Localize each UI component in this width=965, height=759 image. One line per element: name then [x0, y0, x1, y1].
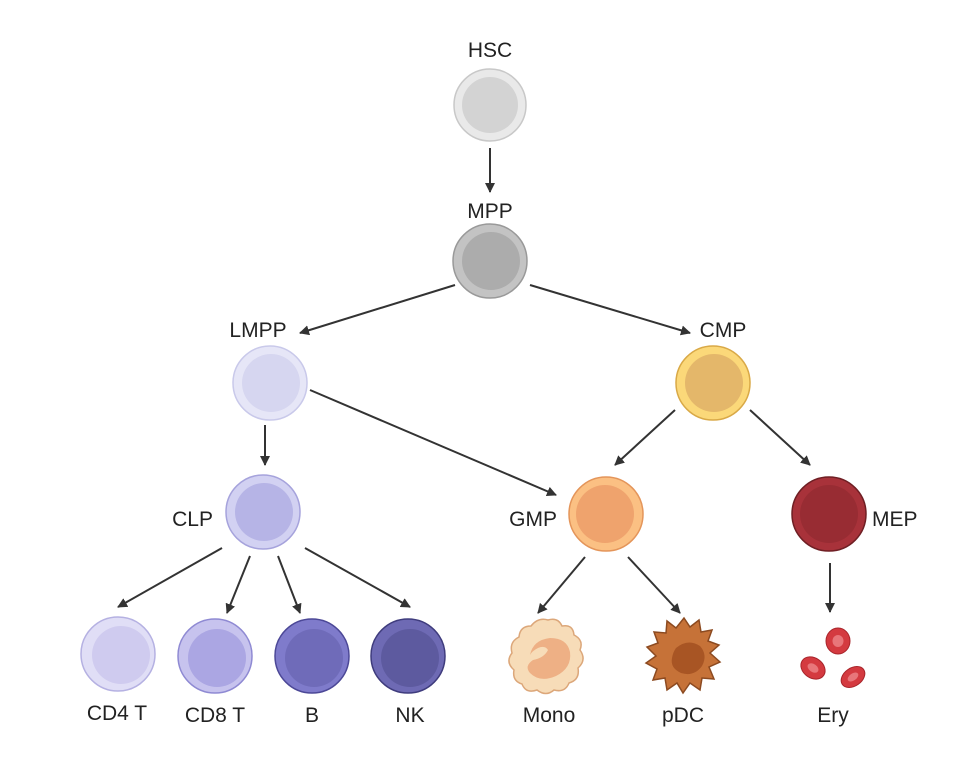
arrow-mpp-cmp	[529, 284, 691, 336]
ery-cell-right	[840, 666, 866, 688]
nk-cell-nucleus	[381, 629, 439, 687]
arrow-clp-nk	[304, 547, 411, 608]
mono-label: Mono	[523, 704, 576, 727]
cmp-cell-nucleus	[685, 354, 743, 412]
hsc-cell-nucleus	[462, 77, 518, 133]
pdc-cell	[644, 616, 722, 695]
arrows	[117, 148, 835, 614]
arrow-clp-b	[277, 555, 302, 614]
arrow-clp-cd4t	[117, 547, 223, 608]
clp-label: CLP	[172, 508, 213, 531]
pdc-cell-nucleus	[671, 642, 705, 675]
hsc-cell	[453, 68, 527, 142]
arrow-mpp-lmpp	[299, 284, 456, 336]
b-cell-nucleus	[285, 629, 343, 687]
arrow-gmp-mono	[537, 556, 586, 614]
mep-cell	[791, 476, 867, 552]
nk-cell	[370, 618, 446, 694]
cd8t-label: CD8 T	[185, 704, 245, 727]
ery-label: Ery	[817, 704, 849, 727]
cmp-label: CMP	[700, 319, 747, 342]
ery-cells	[800, 627, 866, 688]
pdc-label: pDC	[662, 704, 704, 727]
cd8t-cell	[177, 618, 253, 694]
ery-cell-top	[825, 627, 851, 655]
ery-cell-left	[800, 656, 826, 680]
labels: HSC MPP LMPP CMP CLP GMP MEP CD4 T CD8 T…	[87, 39, 918, 727]
cd4t-cell-nucleus	[92, 626, 150, 684]
arrow-cmp-mep	[749, 409, 811, 466]
mep-label: MEP	[872, 508, 918, 531]
mep-cell-nucleus	[800, 485, 858, 543]
cmp-cell	[675, 345, 751, 421]
mono-cell	[508, 618, 584, 695]
lmpp-cell	[232, 345, 308, 421]
mpp-label: MPP	[467, 200, 513, 223]
b-label: B	[305, 704, 319, 727]
mono-cell-nucleus	[527, 638, 571, 679]
arrow-lmpp-gmp	[309, 389, 557, 497]
clp-cell	[225, 474, 301, 550]
arrow-gmp-pdc	[627, 556, 681, 614]
cd8t-cell-nucleus	[188, 629, 246, 687]
b-cell	[274, 618, 350, 694]
gmp-cell-nucleus	[576, 485, 634, 543]
mpp-cell-nucleus	[462, 232, 520, 290]
nk-label: NK	[395, 704, 424, 727]
lmpp-cell-nucleus	[242, 354, 300, 412]
arrow-cmp-gmp	[614, 409, 676, 466]
cd4t-cell	[80, 616, 156, 692]
gmp-cell	[568, 476, 644, 552]
cd4t-label: CD4 T	[87, 702, 147, 725]
hsc-label: HSC	[468, 39, 512, 62]
arrow-clp-cd8t	[225, 555, 251, 614]
mpp-cell	[452, 223, 528, 299]
gmp-label: GMP	[509, 508, 557, 531]
clp-cell-nucleus	[235, 483, 293, 541]
lmpp-label: LMPP	[229, 319, 286, 342]
